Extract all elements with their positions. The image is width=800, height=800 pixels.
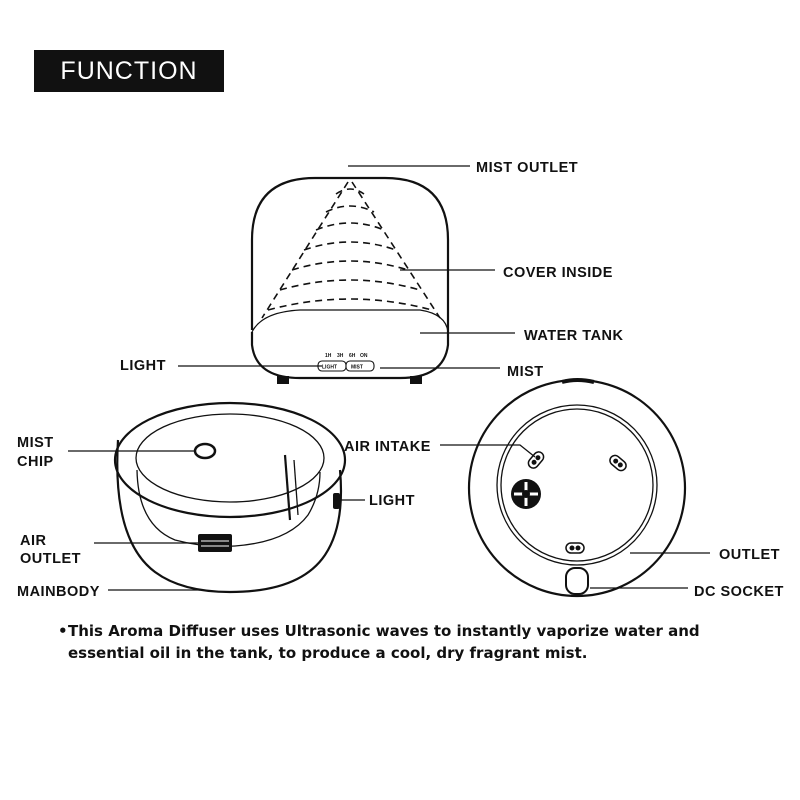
- base-top-notch: [561, 378, 595, 384]
- dc-socket: [565, 567, 589, 595]
- air-outlet-slats: [201, 540, 229, 547]
- mist-cone: [261, 181, 441, 319]
- mist-chip-label-line1: MIST: [17, 435, 54, 451]
- air-intake-label: AIR INTAKE: [344, 439, 431, 455]
- rubber-foot: [609, 454, 627, 472]
- water-tank-rim: [251, 309, 449, 333]
- base-foot-left: [277, 376, 289, 384]
- mainbody-outer-shell: [116, 439, 343, 594]
- outlet-label: OUTLET: [719, 547, 780, 563]
- base-inner-circle: [496, 404, 658, 566]
- mist-wave: [303, 241, 397, 251]
- mist-cone-edge-left: [261, 181, 349, 319]
- mainbody-outer-rim: [113, 401, 347, 519]
- mist-wave: [291, 260, 409, 271]
- bottom-view: AIR INTAKE OUTLET DC SOCKET: [344, 378, 784, 600]
- mainbody-partition: [283, 454, 292, 521]
- dc-socket-label: DC SOCKET: [694, 584, 784, 600]
- mainbody-label: MAINBODY: [17, 584, 100, 600]
- mainbody-inner-rim: [135, 413, 325, 503]
- mist-button[interactable]: [345, 360, 375, 372]
- timer-1h-label: 1H: [325, 353, 332, 359]
- mainbody-partition-inner: [293, 459, 299, 516]
- timer-3h-label: 3H: [337, 353, 344, 359]
- air-outlet-label-line2: OUTLET: [20, 551, 81, 567]
- mist-wave: [325, 205, 375, 213]
- air-intake-fan-hub: [522, 490, 530, 498]
- assembled-diffuser: 1H 3H 6H ON LIGHT MIST MIST OUTLET COVER…: [120, 160, 624, 384]
- mist-button-label: MIST: [351, 365, 363, 371]
- base-inner-circle-2: [500, 408, 654, 562]
- water-tank-label: WATER TANK: [524, 328, 624, 344]
- light-label-top: LIGHT: [120, 358, 166, 374]
- leader-air-intake: [440, 444, 536, 458]
- timer-on-label: ON: [360, 353, 368, 359]
- description-bullet: •: [58, 622, 68, 640]
- mist-chip-label-line2: CHIP: [17, 454, 54, 470]
- diffuser-base: [250, 332, 450, 380]
- mainbody-inner-wall: [136, 469, 321, 548]
- description: • This Aroma Diffuser uses Ultrasonic wa…: [58, 620, 768, 664]
- main-body-view: MIST CHIP LIGHT AIR OUTLET MAINBODY: [17, 401, 415, 600]
- mist-label-top: MIST: [507, 364, 544, 380]
- description-text: This Aroma Diffuser uses Ultrasonic wave…: [68, 622, 700, 662]
- mist-wave: [267, 298, 433, 311]
- diffuser-cover: [250, 176, 450, 332]
- rubber-foot: [527, 451, 545, 469]
- mist-wave: [315, 222, 385, 231]
- rubber-foot: [565, 542, 585, 554]
- section-title: FUNCTION: [34, 50, 224, 92]
- control-panel: 1H 3H 6H ON LIGHT MIST: [317, 353, 375, 372]
- air-outlet-vent: [198, 534, 232, 552]
- air-outlet-label-line1: AIR: [20, 533, 47, 549]
- light-button-label: LIGHT: [322, 365, 337, 371]
- base-foot-right: [410, 376, 422, 384]
- mist-chip: [193, 442, 217, 460]
- cover-inside-label: COVER INSIDE: [503, 265, 613, 281]
- mist-cone-edge-right: [351, 181, 441, 319]
- light-label-side: LIGHT: [369, 493, 415, 509]
- mist-wave: [279, 279, 421, 291]
- mist-outlet-label: MIST OUTLET: [476, 160, 578, 176]
- side-light-button: [333, 493, 340, 509]
- timer-6h-label: 6H: [349, 353, 356, 359]
- mist-wave: [335, 188, 365, 195]
